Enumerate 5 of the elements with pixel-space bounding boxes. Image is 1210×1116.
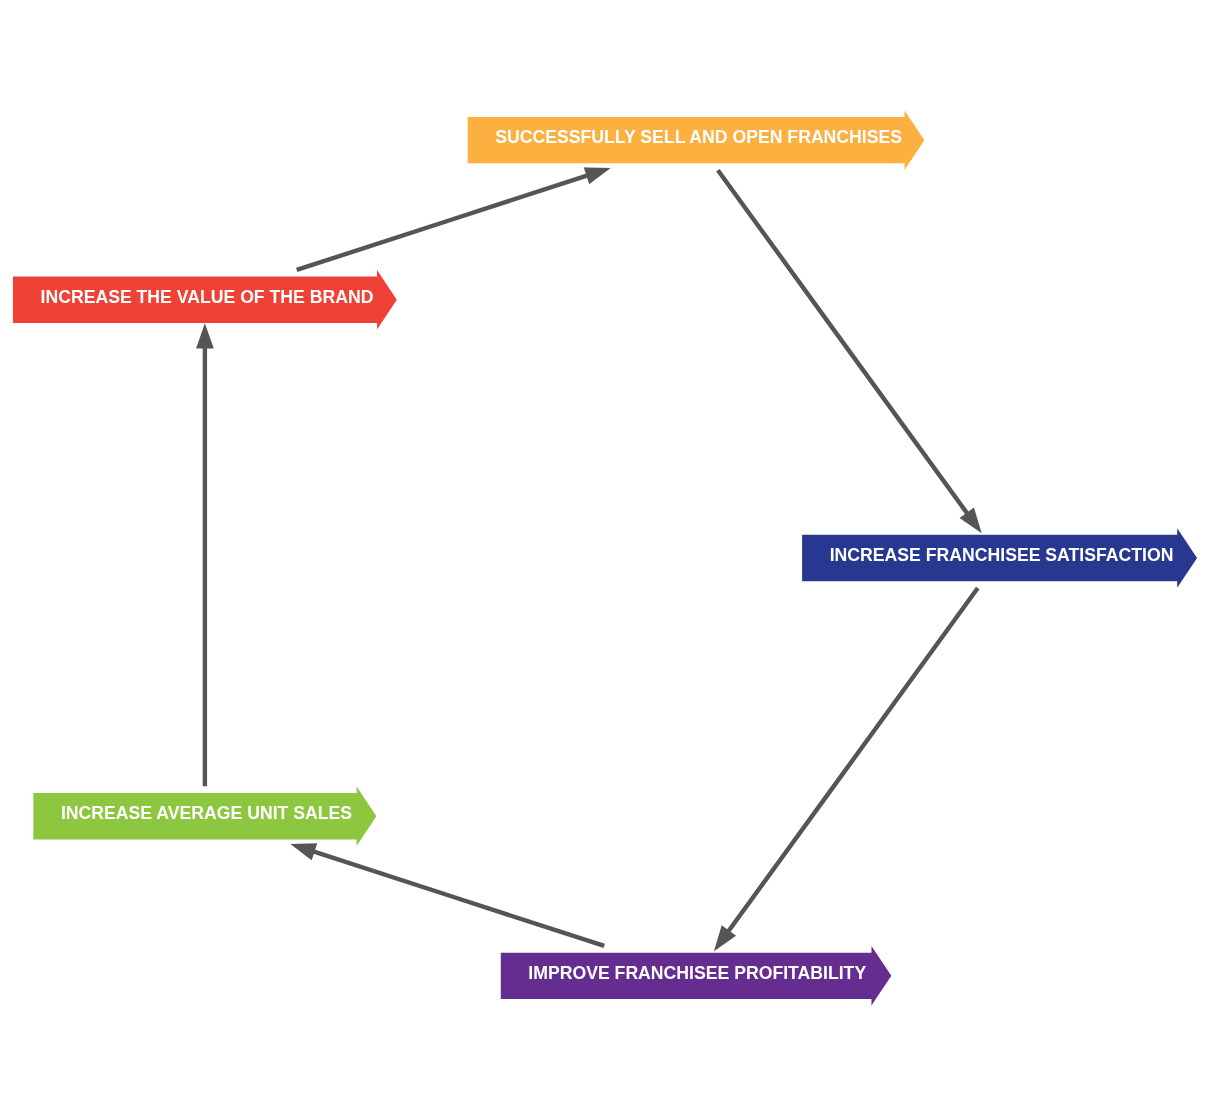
arrow	[716, 168, 982, 534]
arrow	[713, 586, 980, 952]
arrow	[296, 167, 611, 273]
arrow	[196, 323, 214, 787]
arrow	[290, 843, 605, 949]
